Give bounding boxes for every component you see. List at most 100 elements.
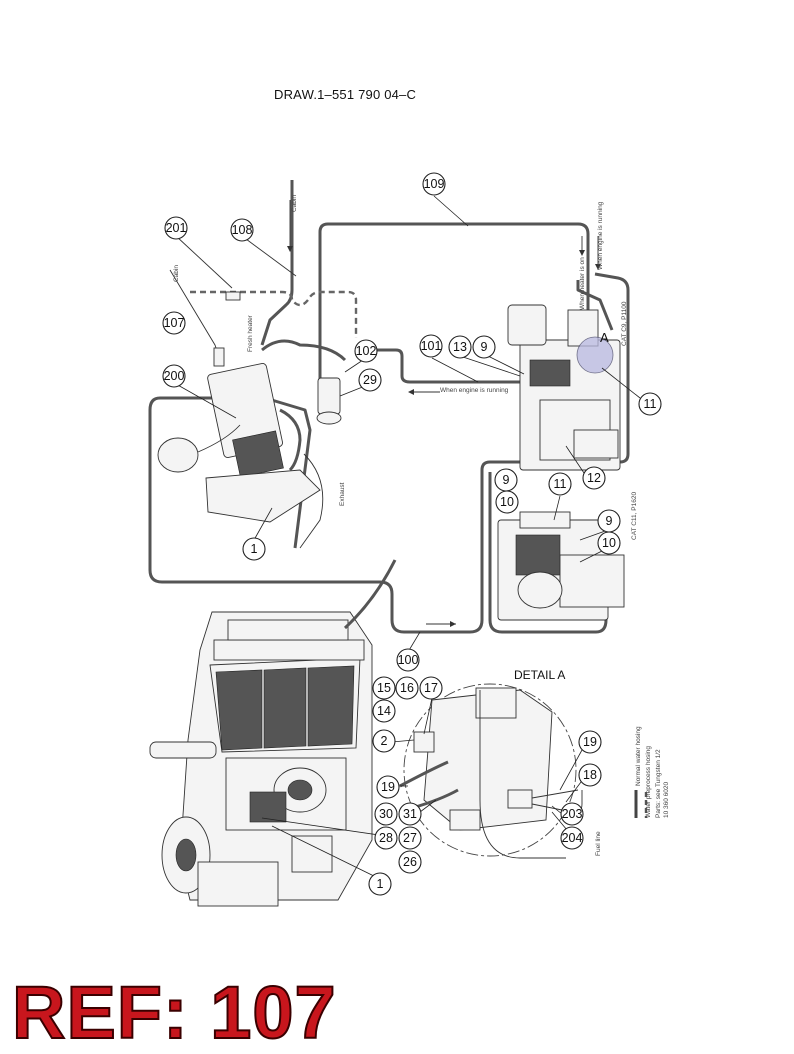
callout-30: 30 (374, 802, 398, 826)
svg-text:1: 1 (377, 877, 384, 891)
callout-108: 108 (230, 218, 254, 242)
detail-a-title: DETAIL A (514, 668, 565, 682)
svg-text:12: 12 (587, 471, 601, 485)
ref-label: REF: 107 (11, 971, 337, 1054)
callout-200: 200 (162, 364, 186, 388)
annotation-fresh-air: Fresh heater (247, 314, 254, 352)
callout-9: 9 (494, 468, 518, 492)
svg-text:29: 29 (363, 373, 377, 387)
drawing-number: DRAW.1–551 790 04–C (274, 87, 417, 102)
callout-19: 19 (578, 730, 602, 754)
callout-29: 29 (358, 368, 382, 392)
callout-28: 28 (374, 826, 398, 850)
callout-26: 26 (398, 850, 422, 874)
svg-text:27: 27 (403, 831, 417, 845)
svg-text:1: 1 (251, 542, 258, 556)
annotation-cat-c9: CAT C9, P1100 (621, 301, 628, 346)
svg-text:9: 9 (503, 473, 510, 487)
callout-31: 31 (398, 802, 422, 826)
svg-text:16: 16 (400, 681, 414, 695)
callout-13: 13 (448, 335, 472, 359)
svg-text:19: 19 (583, 735, 597, 749)
engine-c9 (507, 304, 641, 471)
heater-unit (157, 291, 347, 523)
svg-text:31: 31 (403, 807, 417, 821)
svg-text:109: 109 (424, 177, 445, 191)
annotation-cabin-top: Cabin (291, 195, 298, 212)
svg-text:203: 203 (562, 807, 583, 821)
callout-203: 203 (560, 802, 584, 826)
svg-text:100: 100 (398, 653, 419, 667)
svg-text:201: 201 (166, 221, 187, 235)
vehicle-body (149, 559, 397, 907)
callout-14: 14 (372, 699, 396, 723)
callout-12: 12 (582, 466, 606, 490)
callout-15: 15 (372, 676, 396, 700)
svg-text:9: 9 (481, 340, 488, 354)
callout-101: 101 (419, 334, 443, 358)
flow-arrows (287, 200, 601, 627)
annotation-engine-running-top: When engine is running (597, 201, 604, 270)
callout-11: 11 (638, 392, 662, 416)
callout-201: 201 (164, 216, 188, 240)
annotation-cat-c11: CAT C11, P1620 (631, 492, 638, 540)
svg-text:204: 204 (562, 831, 583, 845)
preprocess-hose (190, 290, 358, 338)
svg-text:13: 13 (453, 340, 467, 354)
svg-text:18: 18 (583, 768, 597, 782)
detail-a (399, 683, 583, 859)
hose-routing (148, 180, 630, 634)
svg-text:11: 11 (554, 477, 567, 491)
annotations: When engine is running When heater is on… (173, 195, 638, 856)
svg-text:2: 2 (381, 734, 388, 748)
svg-text:19: 19 (381, 780, 395, 794)
svg-text:200: 200 (164, 369, 185, 383)
callout-18: 18 (578, 763, 602, 787)
callout-109: 109 (422, 172, 446, 196)
callout-100: 100 (396, 648, 420, 672)
legend-preprocess: Water preprocess hosing (645, 746, 652, 818)
svg-text:10: 10 (602, 536, 616, 550)
svg-text:107: 107 (164, 316, 185, 330)
callout-10: 10 (495, 490, 519, 514)
svg-text:17: 17 (424, 681, 438, 695)
svg-text:11: 11 (644, 397, 657, 411)
legend-note-1: Parts: see Tungsten 1/2 (655, 749, 662, 818)
annotation-exhaust: Exhaust (339, 482, 346, 506)
detail-a-marker: A (600, 330, 609, 345)
annotation-cabin-left: Cabin (173, 265, 180, 282)
callout-9: 9 (472, 335, 496, 359)
svg-text:26: 26 (403, 855, 417, 869)
callout-107: 107 (162, 311, 186, 335)
svg-text:101: 101 (421, 339, 442, 353)
callout-11: 11 (548, 472, 572, 496)
svg-text:30: 30 (379, 807, 393, 821)
svg-text:102: 102 (356, 344, 377, 358)
callout-9: 9 (597, 509, 621, 533)
svg-text:14: 14 (377, 704, 391, 718)
engine-c11 (497, 511, 625, 621)
annotation-heater-on: When heater is on (579, 257, 586, 310)
svg-text:108: 108 (232, 223, 253, 237)
svg-text:9: 9 (606, 514, 613, 528)
callout-27: 27 (398, 826, 422, 850)
legend-note-2: 10 360 6020 (663, 781, 670, 818)
legend: Normal water hosing Water preprocess hos… (634, 726, 670, 818)
callout-bubbles: 109 201 108 107 102 29 101 13 9 11 200 1… (162, 172, 662, 896)
callout-102: 102 (354, 339, 378, 363)
svg-text:15: 15 (377, 681, 391, 695)
callout-16: 16 (395, 676, 419, 700)
legend-normal: Normal water hosing (635, 726, 642, 786)
svg-text:28: 28 (379, 831, 393, 845)
callout-1: 1 (368, 872, 392, 896)
callout-17: 17 (419, 676, 443, 700)
annotation-fuel-line: Fuel line (595, 831, 602, 856)
callout-1: 1 (242, 537, 266, 561)
callout-10: 10 (597, 531, 621, 555)
svg-text:10: 10 (500, 495, 514, 509)
callout-2: 2 (372, 729, 396, 753)
callout-204: 204 (560, 826, 584, 850)
callout-19: 19 (376, 775, 400, 799)
annotation-engine-running-mid: When engine is running (440, 387, 509, 394)
